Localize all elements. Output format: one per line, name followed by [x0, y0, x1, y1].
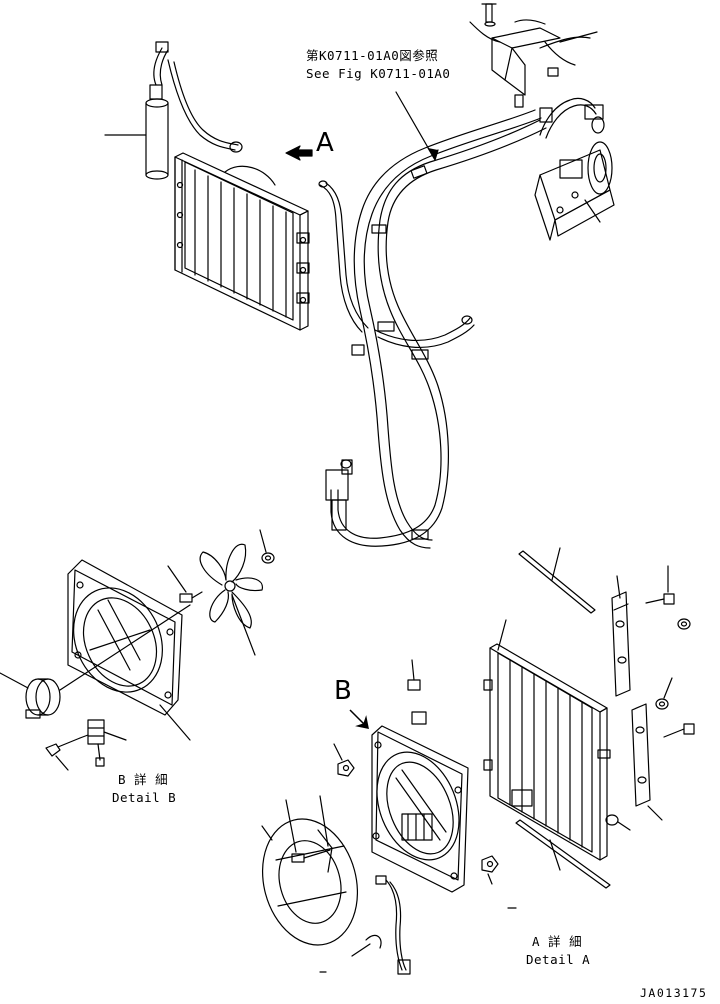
fan-motor-b [0, 605, 190, 718]
condenser-top [175, 153, 309, 330]
detail-b-en: Detail B [112, 790, 177, 805]
drier-hose [154, 42, 242, 152]
bolt-and-washer-b [168, 530, 274, 602]
fan-shroud-detail-b [57, 560, 190, 740]
condenser-outlet-pipe [319, 181, 368, 332]
view-marker-a: A [316, 128, 334, 158]
mounting-bracket-top [470, 4, 597, 107]
compressor [535, 98, 614, 240]
view-marker-b: B [334, 676, 352, 706]
detail-b-jp: B 詳 細 [118, 772, 169, 787]
fan-blade-b [200, 544, 262, 655]
reference-jp: 第K0711-01A0図参照 [306, 48, 439, 63]
reference-leader [396, 92, 434, 158]
condenser-detail-a [484, 620, 610, 860]
detail-a-en: Detail A [526, 952, 591, 967]
view-b-arrow [346, 706, 372, 732]
fan-guard-detail-a [249, 808, 371, 955]
wire-harness-detail-a [352, 876, 410, 974]
ac-hoses [326, 110, 546, 548]
fan-shroud-detail-a [362, 726, 474, 892]
brackets-detail-a [612, 576, 662, 820]
view-a-arrow [286, 146, 312, 160]
receiver-drier [105, 85, 168, 179]
detail-a-jp: A 詳 細 [532, 934, 583, 949]
reference-en: See Fig K0711-01A0 [306, 66, 451, 81]
connector-b [46, 720, 126, 770]
drawing-number: JA013175 [640, 986, 708, 1000]
straps-detail-a [516, 548, 610, 888]
